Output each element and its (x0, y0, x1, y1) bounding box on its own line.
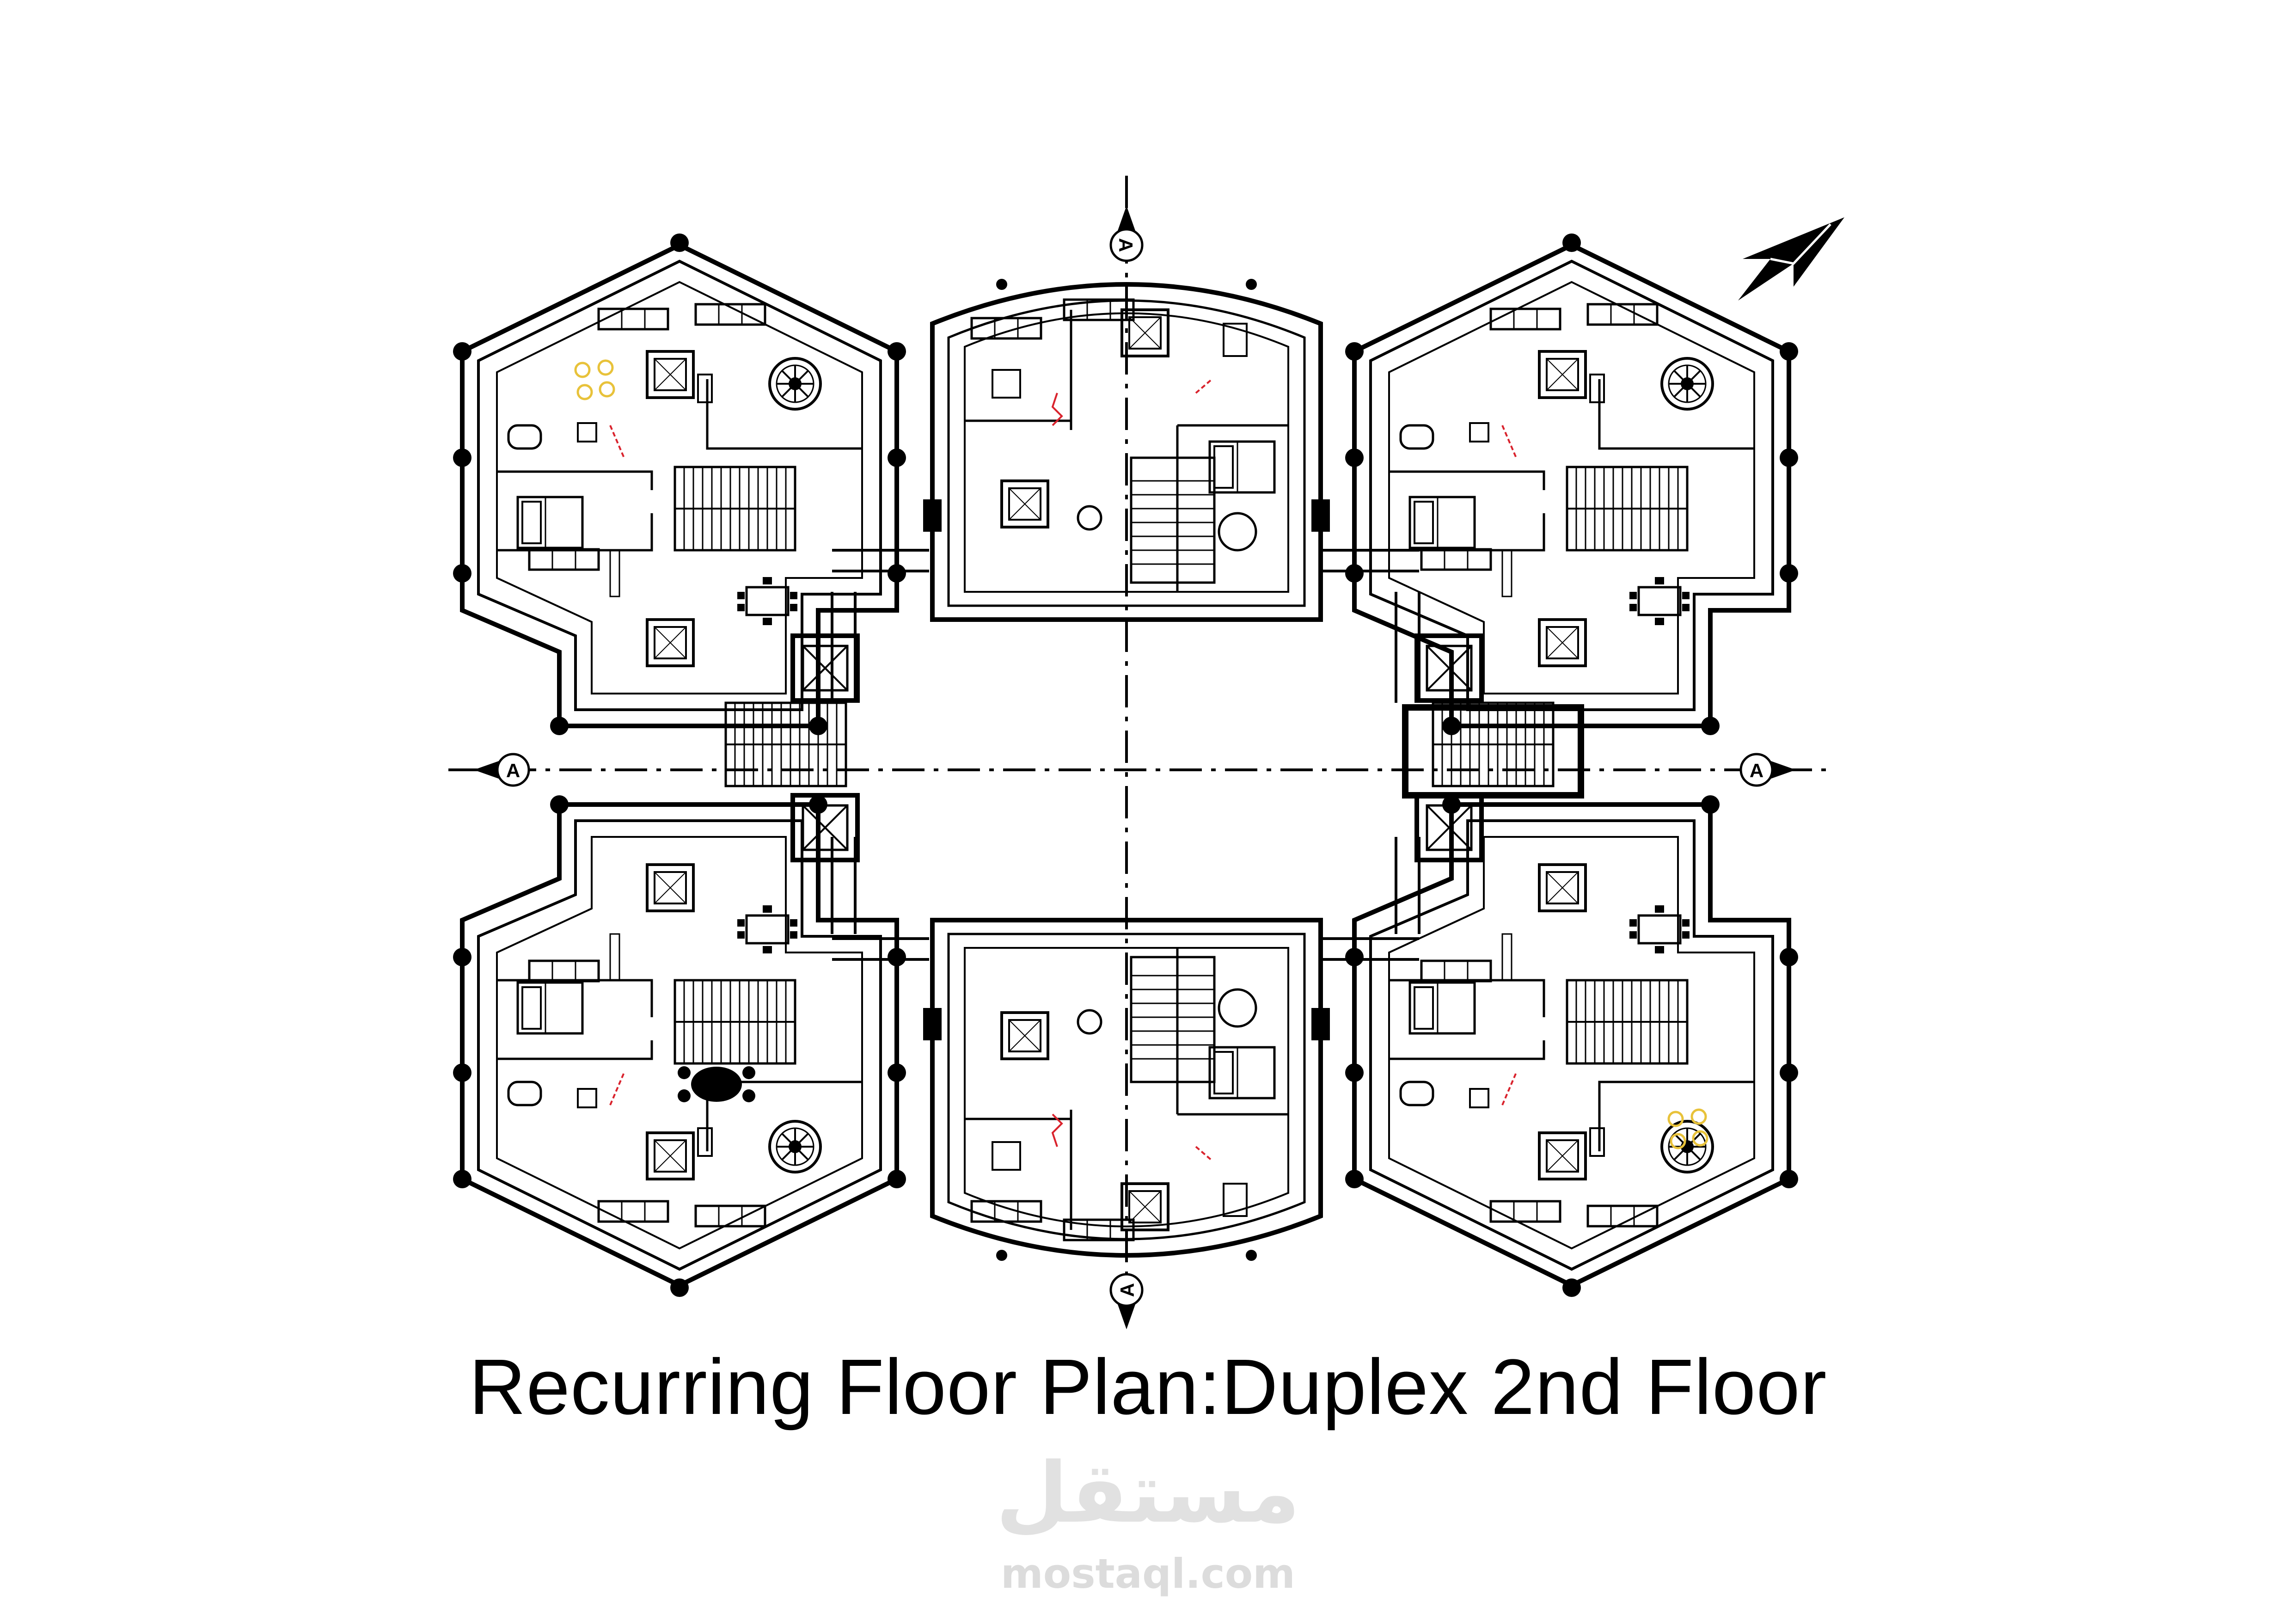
unit-top-right (1345, 233, 1798, 735)
north-arrow-icon (1738, 217, 1844, 301)
dining-table-oval (678, 1066, 755, 1102)
unit-bottom-left (453, 795, 906, 1297)
unit-bottom-right (1345, 795, 1798, 1297)
yellow-chairs-top-left (576, 361, 614, 399)
watermark-logo: مستقل (996, 1445, 1300, 1542)
drawing-title: Recurring Floor Plan:Duplex 2nd Floor (469, 1343, 1827, 1431)
unit-top-left (453, 233, 906, 735)
core-left (726, 636, 857, 860)
watermark-url: mostaql.com (1001, 1550, 1295, 1597)
core-right (1402, 636, 1584, 860)
